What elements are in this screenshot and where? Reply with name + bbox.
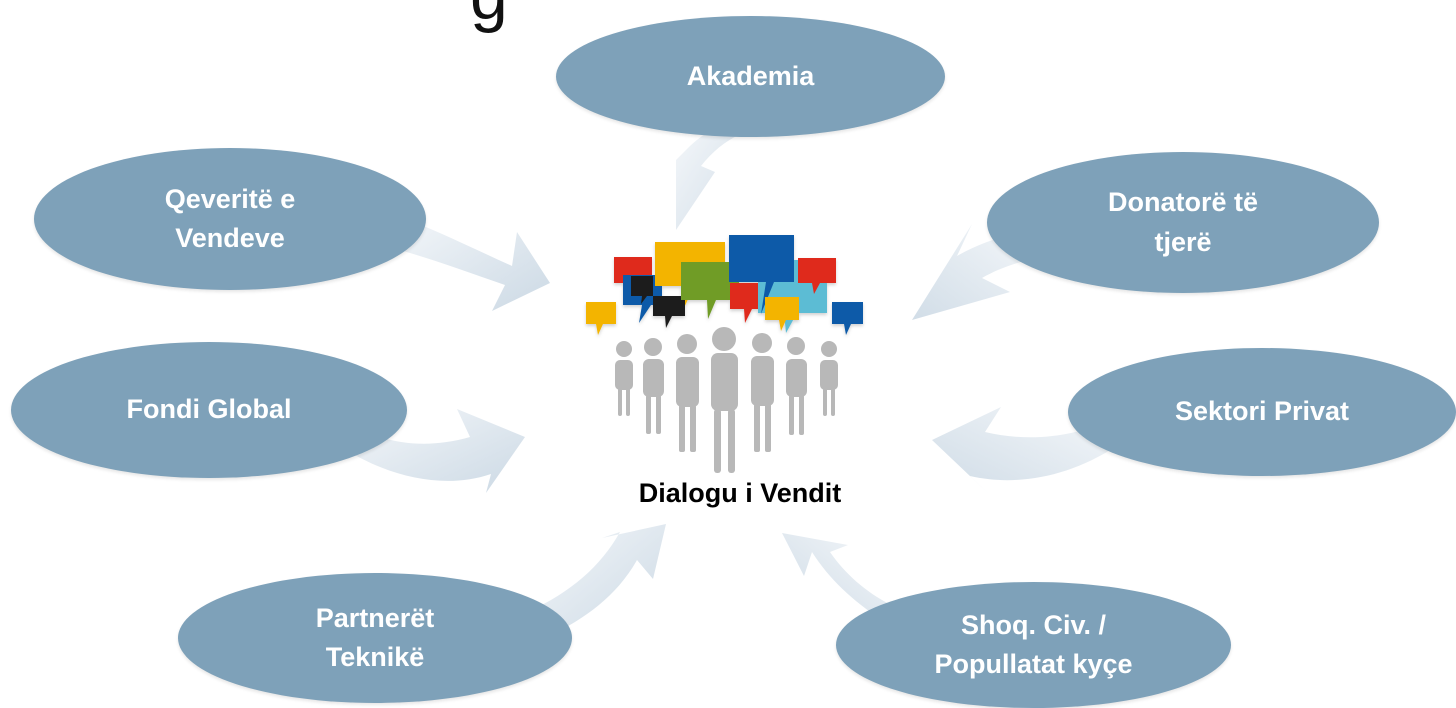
speech-bubble-blue-top (729, 235, 794, 314)
node-fondi-global: Fondi Global (11, 342, 407, 478)
title-fragment: g (470, 0, 508, 30)
speech-bubble-dark-center (653, 296, 685, 328)
arrow-qeverite (392, 214, 550, 311)
arrow-shoqeri (782, 533, 893, 620)
person-2 (643, 338, 664, 434)
speech-bubble-blue-right (832, 302, 863, 335)
node-sektori-label: Sektori Privat (1174, 396, 1350, 427)
speech-bubble-dark-left (631, 276, 653, 304)
speech-bubble-green (681, 262, 739, 319)
node-partneret-label: Partnerët Teknikë (315, 602, 435, 672)
node-sektori-privat: Sektori Privat (1068, 348, 1456, 476)
person-6 (786, 337, 807, 435)
arrow-sektori (932, 407, 1115, 496)
node-partneret-teknike: Partnerët Teknikë (178, 573, 572, 703)
person-1 (615, 341, 633, 416)
person-4 (711, 327, 738, 473)
node-shoqeri-civile: Shoq. Civ. / Popullatat kyçe (836, 582, 1231, 708)
arrow-akademia (676, 116, 748, 230)
node-akademia: Akademia (556, 16, 945, 137)
speech-bubble-yellow-left (586, 302, 616, 335)
speech-bubble-red-right (798, 258, 836, 294)
node-donatore-label: Donatorë të tjerë (1107, 187, 1259, 257)
person-7 (820, 341, 838, 416)
center-label: Dialogu i Vendit (638, 478, 842, 508)
person-5 (751, 333, 774, 452)
speech-bubble-yellow-right (765, 297, 799, 331)
people-group (615, 327, 838, 473)
speech-bubble-red-center (730, 283, 766, 323)
node-akademia-label: Akademia (686, 60, 815, 91)
speech-bubble-cluster (586, 235, 863, 335)
arrow-partneret (529, 524, 666, 638)
node-qeverite-e-vendeve: Qeveritë e Vendeve (34, 148, 426, 290)
node-shoqeri-label: Shoq. Civ. / Popullatat kyçe (934, 609, 1133, 679)
person-3 (676, 334, 699, 452)
node-donatore-te-tjere: Donatorë të tjerë (987, 152, 1379, 293)
arrow-fondi (343, 409, 525, 493)
node-qeverite-label: Qeveritë e Vendeve (164, 183, 296, 253)
node-fondi-label: Fondi Global (126, 394, 292, 425)
